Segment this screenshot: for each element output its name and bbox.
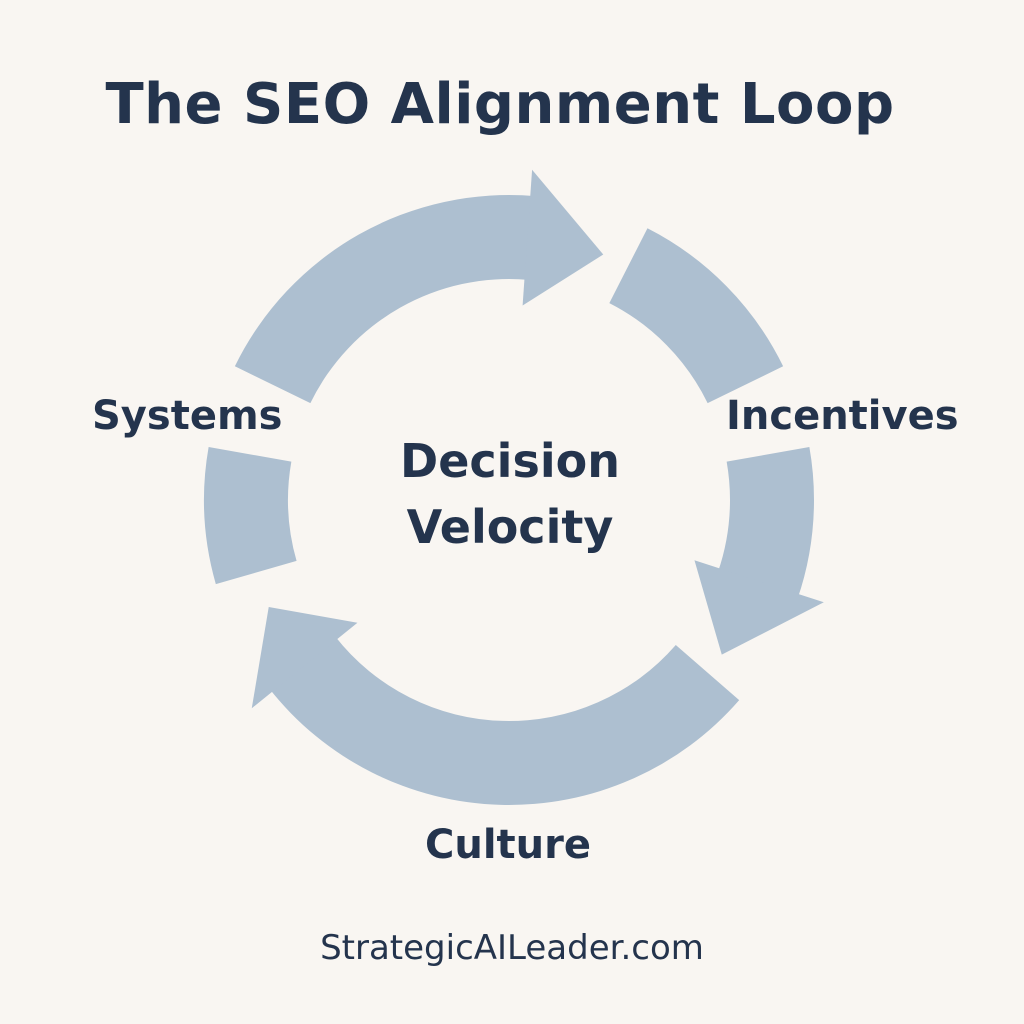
arrow-top-head-icon	[522, 169, 604, 306]
stage-label-incentives: Incentives	[726, 393, 959, 439]
arrow-right-upper-body	[609, 228, 784, 404]
footer-url: StrategicAILeader.com	[320, 928, 704, 968]
arrow-top-body	[234, 195, 536, 404]
arrow-left-body	[204, 447, 297, 585]
stage-label-systems: Systems	[92, 393, 283, 439]
arrow-right-lower-body	[726, 447, 815, 500]
arrow-bottom-head-icon	[251, 606, 358, 709]
stage-label-culture: Culture	[425, 822, 591, 868]
arrow-bottom-body	[268, 636, 740, 806]
center-label-line2: Velocity	[406, 500, 614, 554]
center-label-line1: Decision	[400, 434, 620, 488]
arrow-right-lower-body-cont	[717, 500, 815, 600]
center-label: Decision Velocity	[360, 428, 660, 560]
diagram-title: The SEO Alignment Loop	[105, 72, 895, 137]
arrow-right-head-icon	[694, 560, 824, 655]
